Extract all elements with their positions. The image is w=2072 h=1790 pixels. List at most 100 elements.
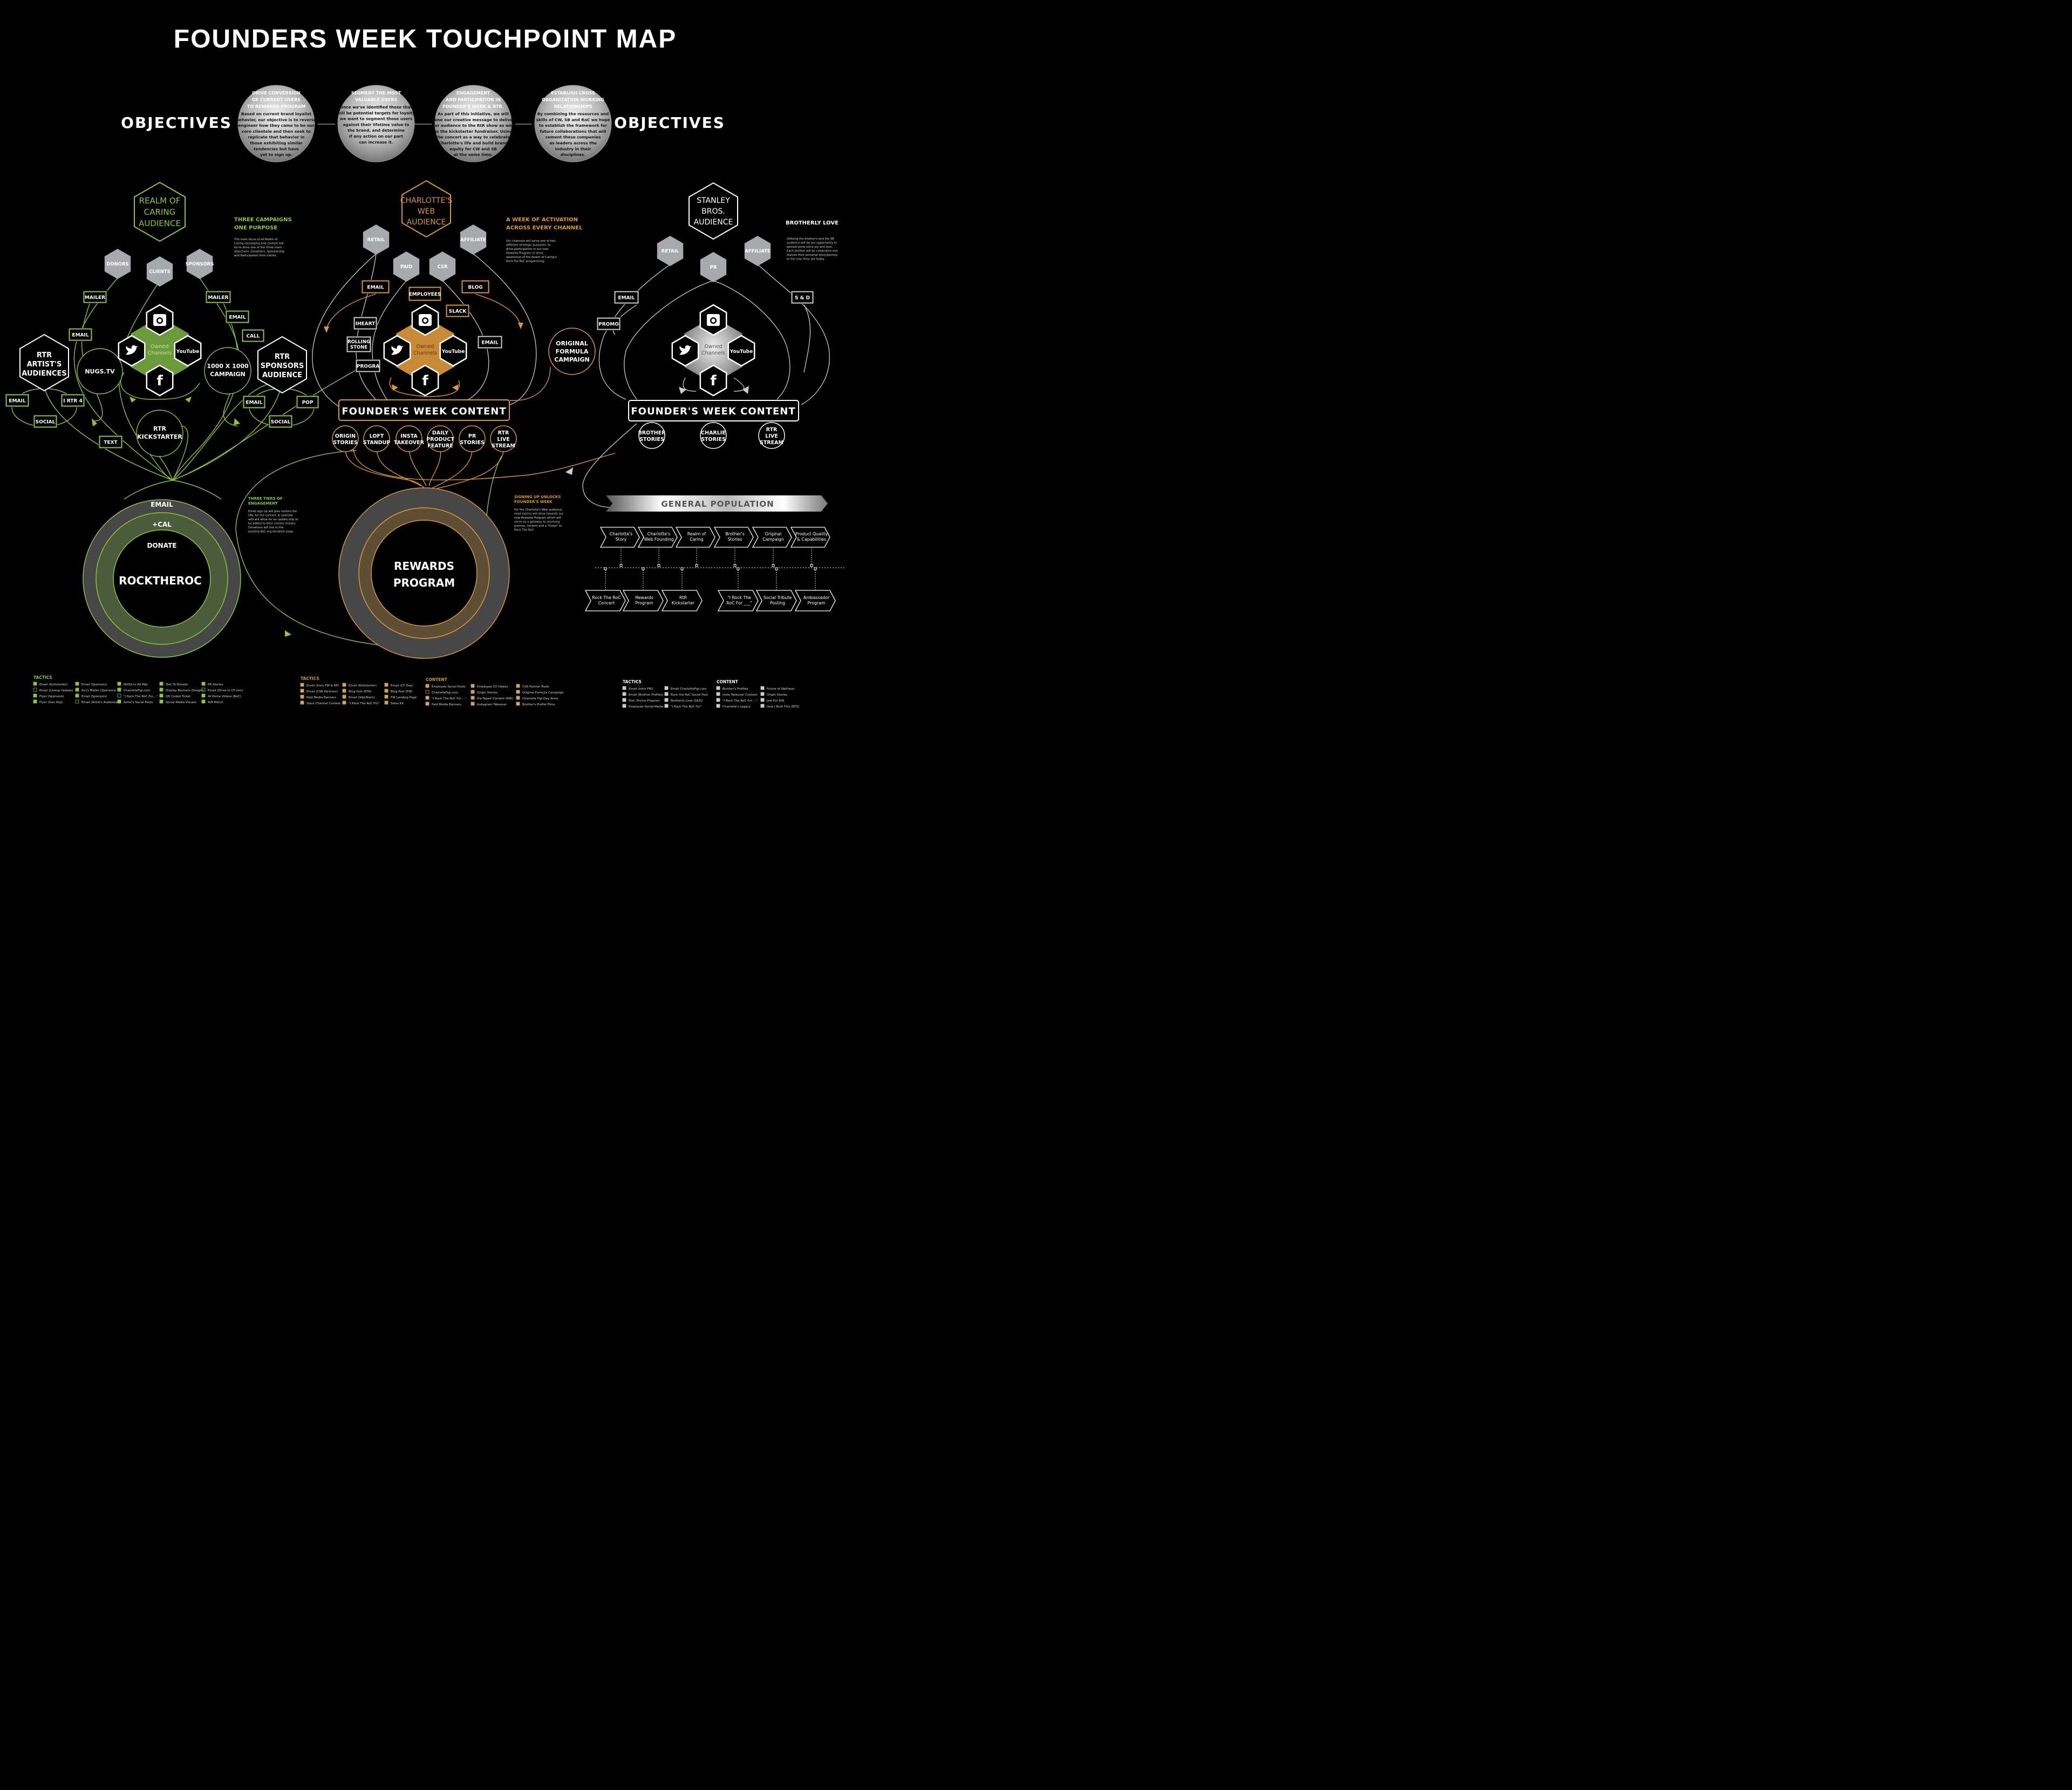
- center-boxes-box-2: [461, 280, 489, 294]
- signup-para-line-2: new Rewards Program which will: [514, 516, 561, 520]
- tiers-heading-line-0: THREE TIERS OF: [248, 496, 283, 501]
- right-boxes-label-1: S & D: [795, 296, 810, 301]
- left-boxes-box-5: [5, 394, 29, 407]
- legend-check-legend.left_tactics-2-0: [117, 682, 121, 686]
- legend-check-legend.left_tactics-2-2: [117, 693, 121, 698]
- left-boxes-box-3: [226, 310, 249, 323]
- center-boxes-bg-3: [445, 304, 470, 318]
- center-circles-label-2-1: TAKEOVER: [394, 440, 425, 446]
- legend-check-legend.right_content-0-3: [716, 704, 720, 708]
- legend-item-legend.mid_content-0-1: CharlotteFigi.com: [432, 691, 458, 695]
- left-boxes-box-8: [243, 396, 265, 409]
- left-boxes-label-11: TEXT: [104, 440, 118, 446]
- center-hub-twitter-icon: [391, 345, 404, 355]
- artists-hex-line-1: ARTIST'S: [27, 360, 62, 369]
- objective-circle-4: [534, 85, 612, 162]
- legend-check-legend.right_content-1-0: [760, 686, 765, 690]
- legend-check-legend.mid_content-1-2: [471, 696, 475, 700]
- left-boxes-bg-8: [242, 395, 266, 409]
- top-chevron-3: [713, 527, 754, 548]
- legend-item-legend.left_tactics-3-3: Social Media Visuals: [166, 701, 196, 704]
- objective-head-4-0: ESTABLISH CROSS: [551, 91, 595, 96]
- left-grey-hex-1: [146, 256, 173, 287]
- bottom-chevron-label-1-1: Program: [636, 601, 653, 605]
- right-circles-label-0-0: BROTHER: [638, 430, 666, 436]
- legend-check-legend.right_tactics-1-0: [664, 686, 669, 690]
- legend-check-legend.left_tactics-0-0: [33, 682, 37, 686]
- right-para-line-1: audience will be our opportunity to: [787, 242, 837, 245]
- legend-item-legend.mid_tactics-1-3: "I Rock The RoC For": [349, 702, 380, 705]
- bottom-chevron-label-2-0: RtR: [679, 595, 687, 600]
- center-tactic-boxes: EMAILEMPLOYEESBLOGSLACKIHEARTPROGRAEMAIL…: [346, 280, 503, 373]
- center-circles-label-5-1: LIVE: [497, 437, 509, 443]
- right-boxes-box-0: [614, 291, 639, 304]
- center-boxes-box-7: [356, 359, 380, 372]
- sb-hex-line-1: BROS.: [701, 207, 725, 216]
- center-circles-label-2-0: INSTA: [400, 433, 418, 439]
- center-boxes-label-8: EMAIL: [481, 341, 498, 346]
- objective-body-4-5: as leaders across the: [549, 141, 597, 146]
- legend-item-legend.left_tactics-0-0: Email (Kickstarter): [39, 683, 67, 686]
- center-hub-owned-1: Channels: [413, 350, 437, 356]
- top-chevron-label-1-1: Web Founding: [644, 537, 673, 542]
- left-hub-facebook-icon: f: [156, 373, 163, 389]
- objectives-label-left: OBJECTIVES: [121, 114, 232, 132]
- right-content-label: FOUNDER'S WEEK CONTENT: [631, 406, 795, 417]
- left-boxes-label-2: EMAIL: [72, 333, 88, 338]
- campaign-line-1: CAMPAIGN: [210, 371, 245, 378]
- bottom-chevron-label-2-1: Kickstarter: [672, 601, 695, 605]
- left-heading-line-1: ONE PURPOSE: [234, 225, 277, 231]
- charlottes-web-hex: [401, 180, 451, 238]
- objective-head-1-0: DRIVE CONVERSION: [252, 91, 301, 96]
- center-grey-hex-1: [393, 251, 420, 282]
- legend-check-legend.right_content-0-0: [716, 686, 720, 690]
- right-boxes-bg-0: [614, 290, 639, 304]
- signup-para-line-3: serve as a gateway to receiving: [514, 521, 560, 524]
- center-boxes-bg-4: [353, 316, 378, 330]
- legend-item-legend.mid_tactics-1-2: Email (VibeTeam): [349, 696, 375, 699]
- left-para-line-2: be to drive one of the three main: [234, 246, 282, 249]
- formula-line-2: CAMPAIGN: [554, 356, 589, 363]
- center-circles-label-5-2: STREAM: [492, 443, 515, 449]
- legend-item-legend.left_tactics-4-1: Email (Drive to CF.com): [208, 689, 243, 692]
- left-boxes-bg-10: [268, 414, 293, 428]
- center-boxes-label-4: IHEART: [356, 322, 376, 327]
- formula-line-1: FORMULA: [556, 348, 589, 355]
- top-chevron-label-0-0: Charlotte's: [610, 532, 632, 536]
- nugs-tv-circle: [77, 348, 123, 394]
- artists-hex-line-0: RTR: [37, 351, 52, 359]
- bottom-chevron-label-0-1: Concert: [598, 601, 615, 605]
- map-canvas: FOUNDERS WEEK TOUCHPOINT MAP OBJECTIVES …: [5, 25, 846, 709]
- legend-item-legend.mid_tactics-1-0: Email (Kickstarter): [349, 684, 377, 688]
- center-circles-circle-0: [332, 425, 359, 452]
- right-hub-owned-0: Owned: [704, 344, 722, 350]
- legend-check-legend.left_tactics-4-1: [201, 688, 206, 692]
- center-circles-circle-1: [363, 425, 390, 452]
- legend-check-legend.left_tactics-0-3: [33, 699, 37, 704]
- bottom-chevron-node-3: [737, 567, 740, 570]
- left-boxes-label-8: EMAIL: [246, 400, 262, 406]
- legend-item-legend.mid_content-1-3: Instagram Takeover: [477, 703, 507, 706]
- legend-check-legend.mid_tactics-1-0: [342, 683, 346, 687]
- right-grey-hex-1: [700, 252, 727, 282]
- left-boxes-bg-7: [33, 414, 58, 428]
- right-circles-circle-1: [700, 422, 727, 449]
- left-boxes-label-5: EMAIL: [9, 399, 25, 404]
- objective-head-1-2: TO REWARDS PROGRAM: [247, 104, 305, 109]
- legend-check-legend.mid_tactics-1-1: [342, 689, 346, 693]
- tier-cal: +CAL: [152, 521, 172, 528]
- bottom-chevron-4: [755, 590, 797, 611]
- objective-body-3-6: equity for CW and SB: [449, 146, 497, 151]
- legend-check-legend.mid_tactics-0-1: [300, 689, 304, 693]
- legend-check-legend.mid_tactics-2-3: [384, 700, 388, 705]
- objective-head-2-0: SEGMENT THE MOST: [351, 91, 401, 96]
